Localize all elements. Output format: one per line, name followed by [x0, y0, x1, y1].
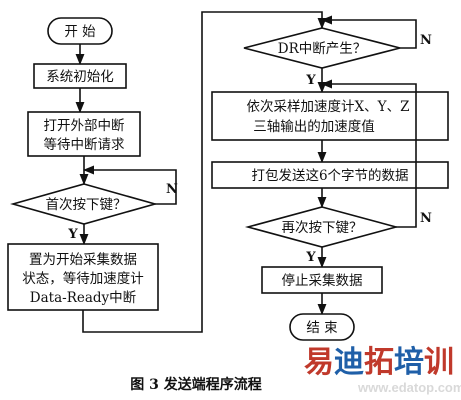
end-label: 结 束 — [306, 320, 338, 336]
end-terminator — [289, 313, 355, 341]
watermark-char-3: 拓 — [364, 345, 394, 380]
stop-box — [261, 266, 383, 294]
decision-first-key-label: 首次按下键？ — [46, 197, 127, 213]
send-label: 打包发送这6个字节的数据 — [251, 167, 408, 184]
watermark-url: www.edatop.com — [357, 380, 461, 395]
init-box — [33, 63, 127, 89]
watermark-char-1: 易 — [304, 345, 334, 380]
interrupt-line-2: 等待中断请求 — [44, 136, 125, 153]
figure-caption: 图 3 发送端程序流程 — [130, 376, 262, 393]
dr-yes-label: Y — [305, 73, 316, 88]
watermark-char-2: 迪 — [334, 345, 364, 380]
setup-line-3: Data-Ready中断 — [30, 290, 136, 306]
setup-line-1: 置为开始采集数据 — [29, 252, 137, 268]
arrow-dr-no-loop — [320, 15, 417, 49]
decision-again-label: 再次按下键？ — [282, 220, 363, 236]
stop-label: 停止采集数据 — [282, 272, 363, 289]
watermark-char-5: 训 — [424, 345, 454, 380]
sample-line-1: 依次采样加速度计X、Y、Z — [247, 99, 410, 115]
setup-line-2: 状态，等待加速度计 — [22, 270, 144, 287]
arrow-setup-to-dr-decision — [82, 11, 327, 333]
again-yes-label: Y — [305, 250, 316, 265]
sample-box — [211, 91, 449, 141]
first-key-no-label: N — [166, 182, 178, 197]
decision-dr-label: DR中断产生？ — [278, 41, 367, 57]
watermark-char-4: 培 — [394, 345, 424, 380]
first-key-yes-label: Y — [67, 227, 78, 242]
arrow-again-no-loop — [320, 79, 417, 228]
send-box — [211, 161, 449, 189]
interrupt-line-1: 打开外部中断 — [44, 117, 125, 134]
setup-box — [7, 243, 159, 311]
start-label: 开 始 — [64, 24, 96, 40]
sample-line-2: 三轴输出的加速度值 — [253, 119, 375, 135]
again-no-label: N — [420, 211, 432, 226]
dr-no-label: N — [420, 33, 432, 48]
init-label: 系统初始化 — [46, 68, 114, 85]
arrow-first-key-no-loop — [82, 165, 177, 205]
